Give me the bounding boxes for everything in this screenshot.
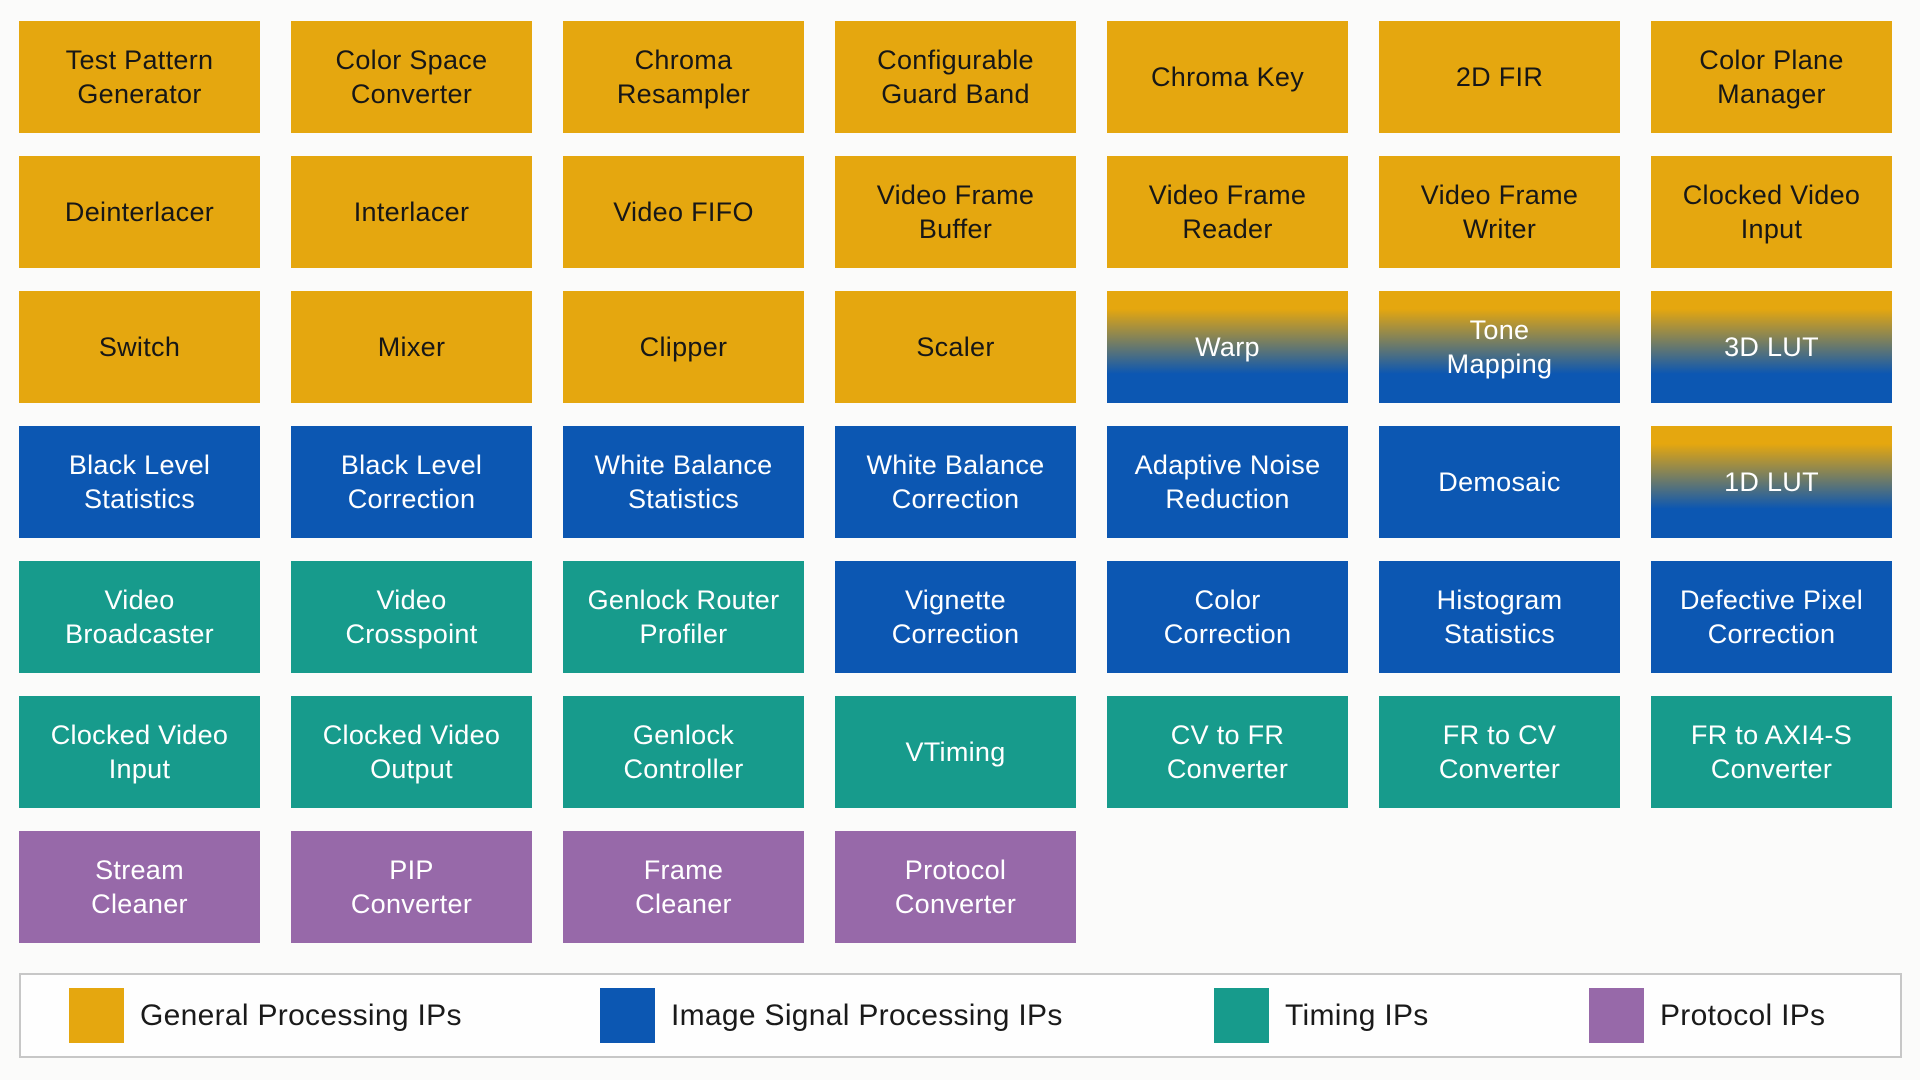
legend-label: General Processing IPs bbox=[140, 998, 462, 1032]
ip-tile-configurable-guard-band: Configurable Guard Band bbox=[835, 21, 1076, 133]
legend-label: Protocol IPs bbox=[1660, 998, 1826, 1032]
legend-label: Image Signal Processing IPs bbox=[671, 998, 1063, 1032]
ip-tile-chroma-resampler: Chroma Resampler bbox=[563, 21, 804, 133]
ip-tile-genlock-controller: Genlock Controller bbox=[563, 696, 804, 808]
legend-label: Timing IPs bbox=[1285, 998, 1429, 1032]
ip-tile-clocked-video-output: Clocked Video Output bbox=[291, 696, 532, 808]
ip-tile-video-frame-writer: Video Frame Writer bbox=[1379, 156, 1620, 268]
ip-tile-interlacer: Interlacer bbox=[291, 156, 532, 268]
legend: General Processing IPs Image Signal Proce… bbox=[19, 973, 1902, 1058]
legend-swatch-isp bbox=[600, 988, 655, 1043]
ip-tile-fr-to-cv-converter: FR to CV Converter bbox=[1379, 696, 1620, 808]
ip-tile-black-level-correction: Black Level Correction bbox=[291, 426, 532, 538]
ip-tile-scaler: Scaler bbox=[835, 291, 1076, 403]
ip-tile-protocol-converter: Protocol Converter bbox=[835, 831, 1076, 943]
ip-tile-color-space-converter: Color Space Converter bbox=[291, 21, 532, 133]
legend-swatch-general bbox=[69, 988, 124, 1043]
ip-tile-white-balance-statistics: White Balance Statistics bbox=[563, 426, 804, 538]
ip-tile-stream-cleaner: Stream Cleaner bbox=[19, 831, 260, 943]
ip-tile-clocked-video-input: Clocked Video Input bbox=[1651, 156, 1892, 268]
ip-tile-switch: Switch bbox=[19, 291, 260, 403]
ip-tile-defective-pixel-correction: Defective Pixel Correction bbox=[1651, 561, 1892, 673]
ip-tile-adaptive-noise-reduction: Adaptive Noise Reduction bbox=[1107, 426, 1348, 538]
legend-swatch-timing bbox=[1214, 988, 1269, 1043]
ip-tile-demosaic: Demosaic bbox=[1379, 426, 1620, 538]
ip-tile-video-frame-buffer: Video Frame Buffer bbox=[835, 156, 1076, 268]
ip-tile-color-correction: Color Correction bbox=[1107, 561, 1348, 673]
ip-tile-frame-cleaner: Frame Cleaner bbox=[563, 831, 804, 943]
ip-tile-vtiming: VTiming bbox=[835, 696, 1076, 808]
legend-item-general-processing-ips: General Processing IPs bbox=[69, 975, 462, 1056]
ip-tile-black-level-statistics: Black Level Statistics bbox=[19, 426, 260, 538]
ip-tile-clocked-video-input: Clocked Video Input bbox=[19, 696, 260, 808]
ip-tile-3d-lut: 3D LUT bbox=[1651, 291, 1892, 403]
ip-tile-2d-fir: 2D FIR bbox=[1379, 21, 1620, 133]
ip-tile-pip-converter: PIP Converter bbox=[291, 831, 532, 943]
ip-tile-vignette-correction: Vignette Correction bbox=[835, 561, 1076, 673]
ip-tile-video-broadcaster: Video Broadcaster bbox=[19, 561, 260, 673]
ip-tile-video-crosspoint: Video Crosspoint bbox=[291, 561, 532, 673]
ip-tile-grid: Test Pattern Generator Color Space Conver… bbox=[19, 21, 1892, 943]
legend-item-protocol-ips: Protocol IPs bbox=[1589, 975, 1825, 1056]
ip-tile-video-frame-reader: Video Frame Reader bbox=[1107, 156, 1348, 268]
ip-tile-chroma-key: Chroma Key bbox=[1107, 21, 1348, 133]
ip-tile-test-pattern-generator: Test Pattern Generator bbox=[19, 21, 260, 133]
ip-tile-genlock-router-profiler: Genlock Router Profiler bbox=[563, 561, 804, 673]
legend-item-timing-ips: Timing IPs bbox=[1214, 975, 1429, 1056]
ip-tile-tone-mapping: Tone Mapping bbox=[1379, 291, 1620, 403]
ip-tile-1d-lut: 1D LUT bbox=[1651, 426, 1892, 538]
ip-tile-histogram-statistics: Histogram Statistics bbox=[1379, 561, 1620, 673]
ip-tile-cv-to-fr-converter: CV to FR Converter bbox=[1107, 696, 1348, 808]
ip-tile-clipper: Clipper bbox=[563, 291, 804, 403]
legend-item-image-signal-processing-ips: Image Signal Processing IPs bbox=[600, 975, 1063, 1056]
ip-tile-warp: Warp bbox=[1107, 291, 1348, 403]
ip-tile-color-plane-manager: Color Plane Manager bbox=[1651, 21, 1892, 133]
legend-swatch-protocol bbox=[1589, 988, 1644, 1043]
ip-tile-mixer: Mixer bbox=[291, 291, 532, 403]
ip-tile-white-balance-correction: White Balance Correction bbox=[835, 426, 1076, 538]
ip-tile-video-fifo: Video FIFO bbox=[563, 156, 804, 268]
ip-tile-fr-to-axi4-s-converter: FR to AXI4-S Converter bbox=[1651, 696, 1892, 808]
ip-tile-deinterlacer: Deinterlacer bbox=[19, 156, 260, 268]
